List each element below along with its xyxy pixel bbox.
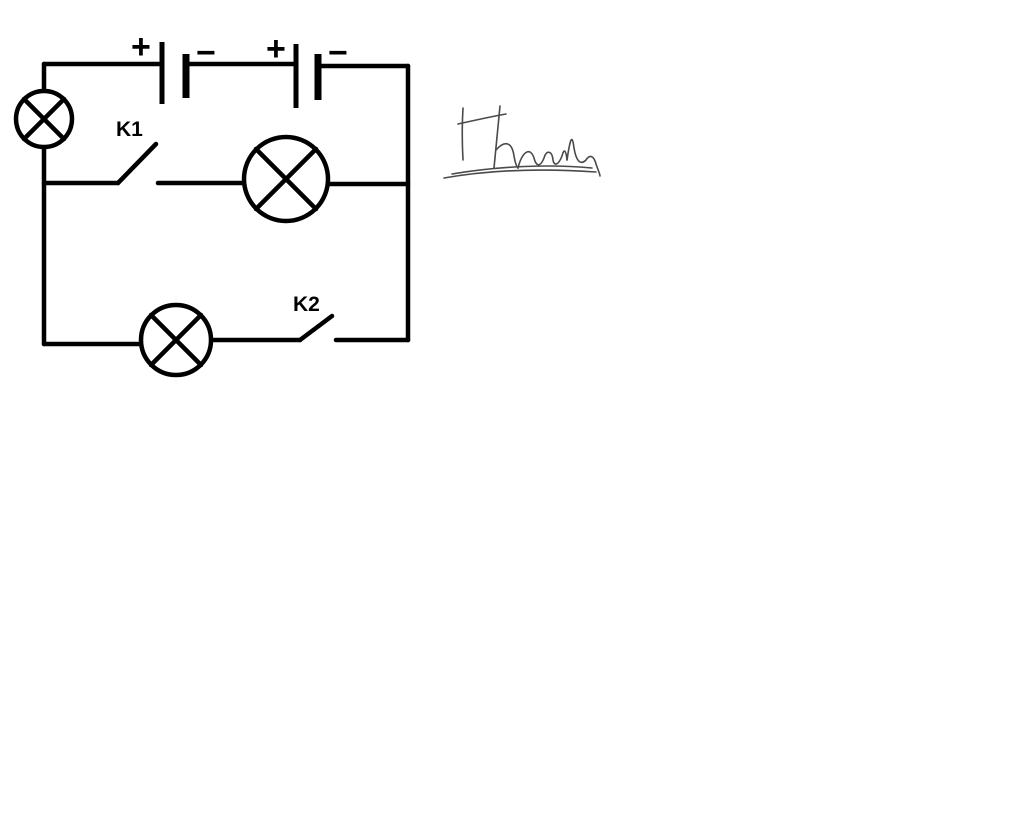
battery-cell-1-positive-sign: + <box>131 28 151 66</box>
switch-k2-label: K2 <box>293 293 320 316</box>
middle-branch <box>41 180 411 187</box>
battery-cell-2-positive-sign: + <box>266 30 286 68</box>
battery-cell-2-negative-sign: − <box>328 34 348 72</box>
bottom-branch <box>41 337 411 347</box>
battery-cell-2: + − <box>266 30 348 108</box>
lamp-2 <box>241 134 331 224</box>
switch-k2: K2 <box>293 293 335 343</box>
lamp-1 <box>13 88 75 150</box>
handwritten-signature <box>443 105 601 179</box>
lamp-3 <box>138 302 214 378</box>
battery-cell-1-negative-sign: − <box>196 34 216 72</box>
battery-cell-1: + − <box>131 28 216 104</box>
switch-k1-label: K1 <box>116 118 143 141</box>
switch-k1: K1 <box>115 118 159 186</box>
top-wire <box>41 61 411 69</box>
